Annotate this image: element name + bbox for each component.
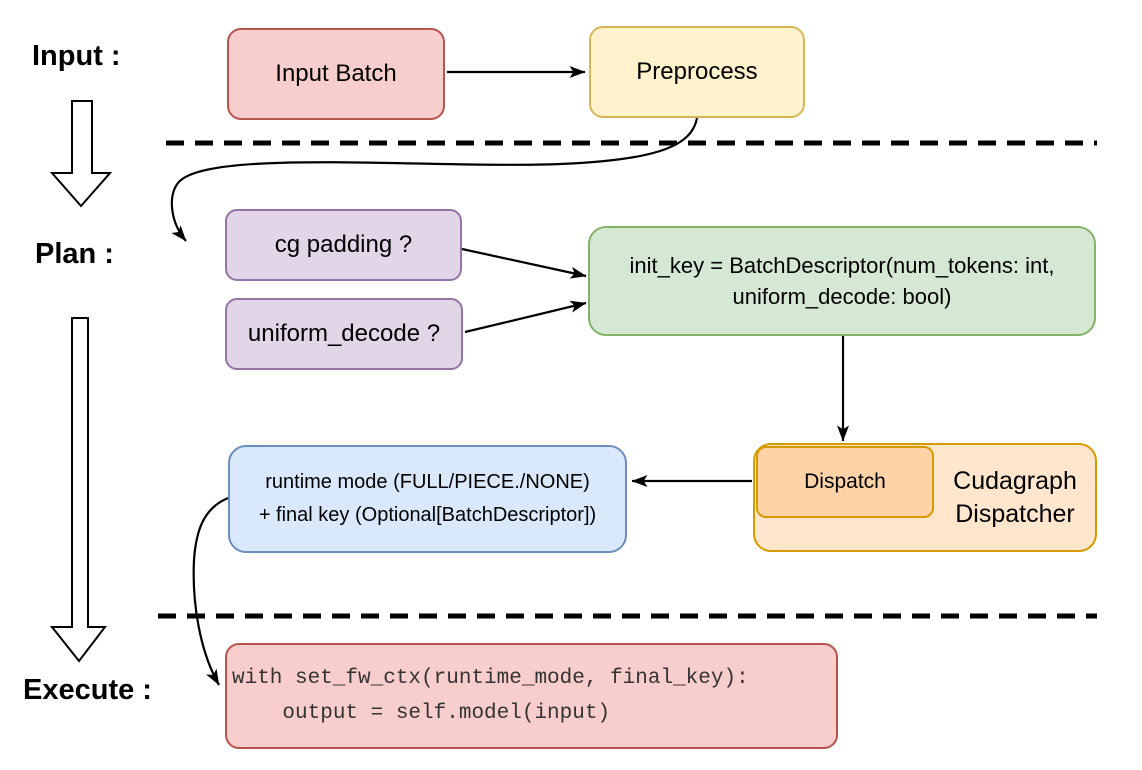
cudagraph-dispatcher-label: Cudagraph Dispatcher (935, 445, 1095, 550)
stage-label-plan: Plan : (35, 238, 114, 270)
preprocess-node: Preprocess (589, 26, 805, 118)
cudagraph-dispatcher-line2: Dispatcher (955, 499, 1075, 528)
cg-padding-node: cg padding ? (225, 209, 462, 281)
init-key-line1: init_key = BatchDescriptor(num_tokens: i… (629, 253, 1055, 278)
stage-label-execute: Execute : (23, 674, 152, 706)
dispatch-label: Dispatch (804, 470, 886, 493)
uniform-decode-node: uniform_decode ? (225, 298, 463, 370)
init-key-line2: uniform_decode: bool) (732, 284, 952, 309)
down-arrow-icon-plan-to-execute (49, 317, 108, 663)
execute-code-line1: with set_fw_ctx(runtime_mode, final_key)… (232, 667, 749, 690)
stage-label-input: Input : (32, 40, 121, 72)
cg-padding-label: cg padding ? (274, 231, 413, 258)
execute-code-line2: output = self.model(input) (232, 702, 611, 725)
dispatch-node: Dispatch (756, 446, 934, 518)
runtime-mode-node: runtime mode (FULL/PIECE./NONE) + final … (228, 445, 627, 553)
cudagraph-dispatcher-line1: Cudagraph (953, 466, 1077, 495)
connector-cg-padding-to-init-key (461, 247, 587, 279)
preprocess-label: Preprocess (636, 58, 758, 85)
runtime-mode-line1: runtime mode (FULL/PIECE./NONE) (265, 471, 590, 493)
runtime-mode-line2: + final key (Optional[BatchDescriptor]) (258, 504, 597, 526)
input-batch-node: Input Batch (227, 28, 445, 120)
execute-code-node: with set_fw_ctx(runtime_mode, final_key)… (225, 643, 838, 749)
init-key-node: init_key = BatchDescriptor(num_tokens: i… (588, 226, 1096, 336)
connector-runtime-mode-to-execute-code (192, 496, 229, 686)
down-arrow-icon-input-to-plan (49, 100, 113, 208)
connector-uniform-decode-to-init-key (464, 300, 587, 334)
input-batch-label: Input Batch (275, 60, 397, 87)
cudagraph-dispatcher-node: Dispatch Cudagraph Dispatcher (753, 443, 1097, 552)
uniform-decode-label: uniform_decode ? (247, 320, 441, 347)
